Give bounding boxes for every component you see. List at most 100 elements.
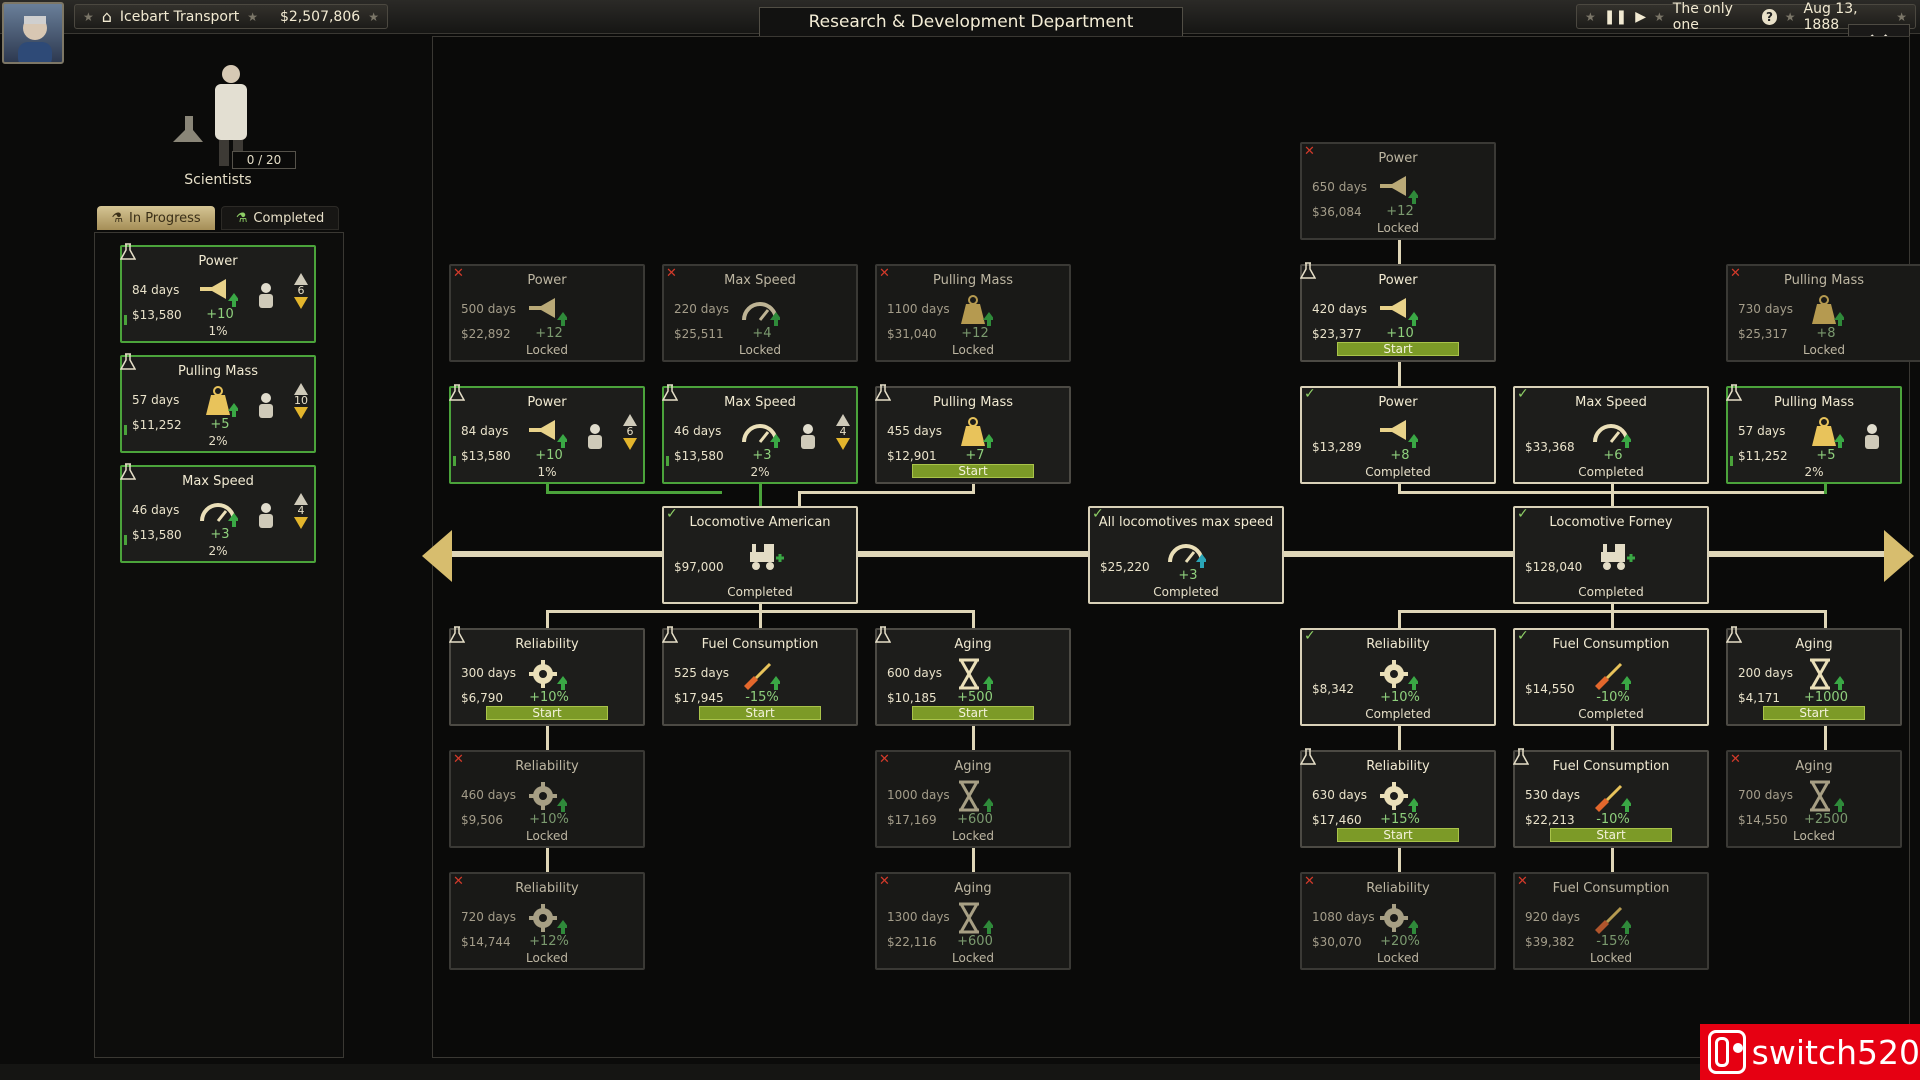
scientist-icon: [801, 424, 815, 449]
start-button[interactable]: Start: [912, 706, 1034, 720]
research-aging-locked[interactable]: ✕ Aging 700 days $14,550 +2500 Locked: [1726, 750, 1902, 848]
scientist-stepper[interactable]: 4: [294, 493, 308, 543]
research-aging-available[interactable]: Aging 200 days $4,171 +1000 Start: [1726, 626, 1902, 726]
research-reliability-locked[interactable]: ✕ Reliability 720 days $14,744 +12% Lock…: [449, 872, 645, 970]
scroll-left-arrow[interactable]: [422, 530, 452, 582]
research-max-speed-locked[interactable]: ✕ Max Speed 220 days $25,511 +4 Locked: [662, 264, 858, 362]
node-bonus: +600: [957, 812, 993, 827]
research-reliability-locked[interactable]: ✕ Reliability 460 days $9,506 +10% Locke…: [449, 750, 645, 848]
node-title: Max Speed: [724, 395, 796, 410]
start-button[interactable]: Start: [699, 706, 821, 720]
progress-card-max-speed[interactable]: Max Speed 46 days $13,580 +3 4 2%: [120, 463, 316, 563]
star-icon: ★: [1896, 9, 1907, 24]
research-aging-locked[interactable]: ✕ Aging 1300 days $22,116 +600 Locked: [875, 872, 1071, 970]
node-title: Power: [527, 395, 567, 410]
research-reliability-locked[interactable]: ✕ Reliability 1080 days $30,070 +20% Loc…: [1300, 872, 1496, 970]
top-bar: ★ ⌂ Icebart Transport ★ $2,507,806 ★ ★ ❚…: [0, 0, 1920, 64]
gear-icon: [529, 782, 567, 812]
node-cost: $22,892: [461, 327, 511, 341]
node-days: 57 days: [1738, 424, 1786, 438]
research-reliability-available[interactable]: Reliability 630 days $17,460 +15% Start: [1300, 748, 1496, 848]
scientist-stepper[interactable]: 10: [294, 383, 308, 433]
research-aging-available[interactable]: Aging 600 days $10,185 +500 Start: [875, 626, 1071, 726]
node-bonus: -15%: [1596, 934, 1630, 949]
arrow-up-icon[interactable]: [294, 273, 308, 285]
scientist-stepper[interactable]: 4: [836, 414, 850, 464]
scientist-assigned: 4: [839, 425, 847, 438]
hourglass-icon: [959, 658, 993, 690]
flask-check-icon: ⚗: [235, 210, 248, 226]
research-power-completed[interactable]: ✓ Power $13,289 +8 Completed: [1300, 386, 1496, 484]
arrow-up-icon[interactable]: [836, 414, 850, 426]
scientist-stepper[interactable]: 6: [294, 273, 308, 323]
research-pulling-mass-locked[interactable]: ✕ Pulling Mass 730 days $25,317 +8 Locke…: [1726, 264, 1920, 362]
research-reliability-completed[interactable]: ✓ Reliability $8,342 +10% Completed: [1300, 628, 1496, 726]
research-fuel-consumption-locked[interactable]: ✕ Fuel Consumption 920 days $39,382 -15%…: [1513, 872, 1709, 970]
node-title: Locomotive American: [689, 515, 831, 530]
home-icon[interactable]: ⌂: [101, 7, 112, 26]
arrow-down-icon[interactable]: [294, 517, 308, 529]
node-days: 500 days: [461, 302, 517, 316]
start-button[interactable]: Start: [912, 464, 1034, 478]
research-power-in-progress[interactable]: Power 84 days $13,580 +10 6 1%: [449, 384, 645, 484]
node-bonus: +7: [965, 448, 985, 463]
star-icon: ★: [1654, 9, 1665, 24]
horn-icon: [200, 279, 238, 307]
research-power-available[interactable]: Power 420 days $23,377 +10 Start: [1300, 262, 1496, 362]
research-pulling-mass-locked[interactable]: ✕ Pulling Mass 1100 days $31,040 +12 Loc…: [875, 264, 1071, 362]
arrow-down-icon[interactable]: [294, 297, 308, 309]
node-cost: $9,506: [461, 813, 503, 827]
node-bonus: +12%: [529, 934, 569, 949]
arrow-up-icon[interactable]: [294, 493, 308, 505]
start-button[interactable]: Start: [486, 706, 608, 720]
start-button[interactable]: Start: [1763, 706, 1865, 720]
progress-bar: [666, 456, 669, 466]
help-icon[interactable]: ?: [1762, 8, 1777, 25]
arrow-down-icon[interactable]: [623, 438, 637, 450]
node-progress: 2%: [750, 465, 770, 479]
pause-icon[interactable]: ❚❚: [1603, 8, 1628, 25]
research-fuel-consumption-completed[interactable]: ✓ Fuel Consumption $14,550 -10% Complete…: [1513, 628, 1709, 726]
research-max-speed-completed[interactable]: ✓ Max Speed $33,368 +6 Completed: [1513, 386, 1709, 484]
progress-card-power[interactable]: Power 84 days $13,580 +10 6 1%: [120, 243, 316, 343]
company-name[interactable]: Icebart Transport: [119, 8, 240, 25]
start-button[interactable]: Start: [1550, 828, 1672, 842]
locked-x-icon: ✕: [879, 266, 890, 281]
weight-icon: [1812, 417, 1844, 448]
start-button[interactable]: Start: [1337, 828, 1459, 842]
node-status: Locked: [1377, 221, 1419, 235]
progress-card-pulling-mass[interactable]: Pulling Mass 57 days $11,252 +5 10 2%: [120, 353, 316, 453]
node-progress: 2%: [1804, 465, 1824, 479]
node-days: 920 days: [1525, 910, 1581, 924]
research-locomotive-forney[interactable]: ✓ Locomotive Forney $128,040 Completed: [1513, 506, 1709, 604]
research-aging-locked[interactable]: ✕ Aging 1000 days $17,169 +600 Locked: [875, 750, 1071, 848]
horn-icon: [1380, 176, 1418, 204]
start-button[interactable]: Start: [1337, 342, 1459, 356]
tab-completed[interactable]: ⚗ Completed: [221, 206, 339, 230]
tab-in-progress[interactable]: ⚗ In Progress: [97, 206, 215, 230]
arrow-up-icon[interactable]: [623, 414, 637, 426]
research-all-locomotives-max-speed[interactable]: ✓ All locomotives max speed $25,220 +3 C…: [1088, 506, 1284, 604]
arrow-down-icon[interactable]: [836, 438, 850, 450]
scroll-right-arrow[interactable]: [1884, 530, 1914, 582]
research-max-speed-in-progress[interactable]: Max Speed 46 days $13,580 +3 4 2%: [662, 384, 858, 484]
arrow-down-icon[interactable]: [294, 407, 308, 419]
research-fuel-consumption-available[interactable]: Fuel Consumption 530 days $22,213 -10% S…: [1513, 748, 1709, 848]
node-bonus: +10%: [529, 812, 569, 827]
scientist-stepper[interactable]: 6: [623, 414, 637, 464]
research-fuel-consumption-available[interactable]: Fuel Consumption 525 days $17,945 -15% S…: [662, 626, 858, 726]
play-icon[interactable]: ▶: [1635, 8, 1647, 25]
node-bonus: +3: [1178, 568, 1198, 583]
node-progress: 1%: [537, 465, 557, 479]
research-power-locked[interactable]: ✕ Power 650 days $36,084 +12 Locked: [1300, 142, 1496, 240]
research-reliability-available[interactable]: Reliability 300 days $6,790 +10% Start: [449, 626, 645, 726]
arrow-up-icon[interactable]: [294, 383, 308, 395]
research-locomotive-american[interactable]: ✓ Locomotive American $97,000 Completed: [662, 506, 858, 604]
research-pulling-mass-in-progress[interactable]: Pulling Mass 57 days $11,252 +5 2%: [1726, 384, 1902, 484]
card-cost: $13,580: [132, 308, 182, 322]
node-bonus: +2500: [1804, 812, 1848, 827]
node-cost: $25,317: [1738, 327, 1788, 341]
player-avatar[interactable]: [2, 2, 64, 64]
research-pulling-mass-available[interactable]: Pulling Mass 455 days $12,901 +7 Start: [875, 384, 1071, 484]
research-power-locked[interactable]: ✕ Power 500 days $22,892 +12 Locked: [449, 264, 645, 362]
